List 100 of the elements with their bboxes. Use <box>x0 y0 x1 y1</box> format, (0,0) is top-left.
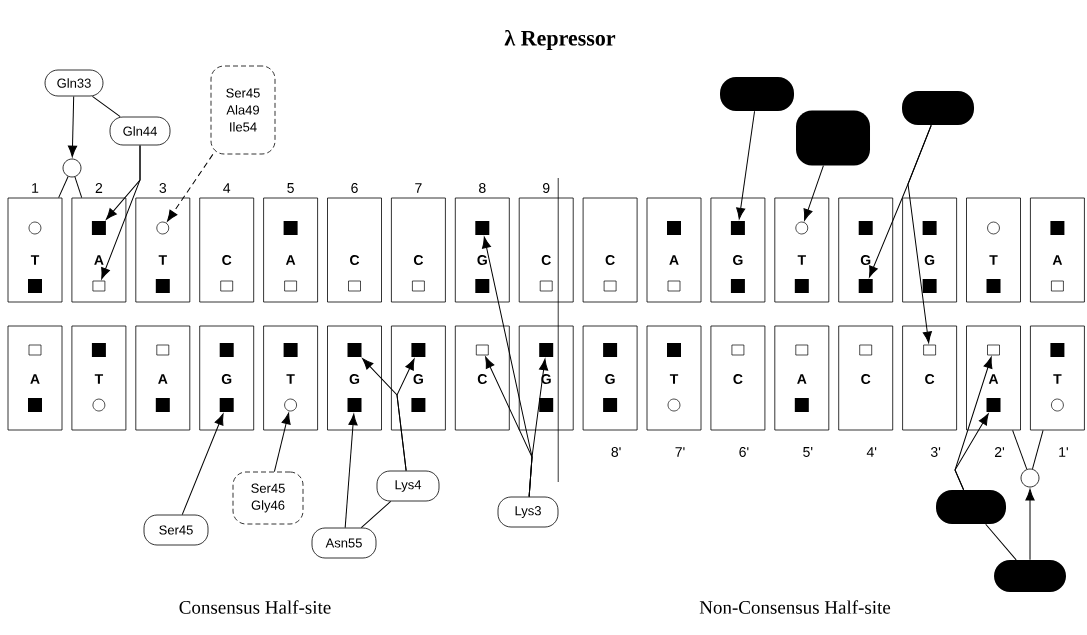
open-square-symbol <box>1051 280 1064 292</box>
filled-square-symbol <box>603 398 618 412</box>
filled-square-symbol <box>219 398 234 412</box>
base-box: A <box>7 325 63 431</box>
connector-line <box>91 95 121 118</box>
filled-square-symbol <box>603 343 618 357</box>
position-number: 7' <box>675 447 685 457</box>
open-square-symbol <box>859 344 873 356</box>
filled-square-symbol <box>411 398 426 412</box>
filled-square-symbol <box>922 279 937 293</box>
filled-square-symbol <box>794 398 809 412</box>
position-number: 4 <box>223 183 231 193</box>
open-square-symbol <box>220 280 234 292</box>
connector-line <box>985 523 1017 561</box>
base-box: G <box>710 197 766 303</box>
open-square-symbol <box>731 344 745 356</box>
filled-square-symbol <box>91 343 106 357</box>
filled-square-symbol <box>922 221 937 235</box>
open-square-symbol <box>28 344 42 356</box>
base-box: A <box>71 197 127 303</box>
position-number: 5' <box>803 447 813 457</box>
filled-square-symbol <box>539 398 554 412</box>
arrow <box>954 413 989 491</box>
open-square-symbol <box>284 280 297 292</box>
residue-label: Ser45 Ala49 Ile54 <box>210 65 276 155</box>
base-box: G <box>454 197 510 303</box>
filled-square-symbol <box>411 343 426 357</box>
connector-line <box>1032 429 1044 470</box>
base-box: A <box>263 197 318 303</box>
base-box: C <box>518 197 574 303</box>
filled-square-symbol <box>28 398 42 412</box>
filled-square-symbol <box>283 221 298 235</box>
base-box: A <box>646 197 702 303</box>
caption-text: Non-Consensus Half-site <box>699 600 891 614</box>
base-box: A <box>1030 197 1085 303</box>
filled-square-symbol <box>730 279 745 293</box>
open-square-symbol <box>603 280 617 292</box>
base-box: G <box>199 325 255 431</box>
base-box: G <box>518 325 574 431</box>
filled-square-symbol <box>667 343 681 357</box>
filled-square-symbol <box>155 279 170 293</box>
title: λ Repressor <box>504 29 616 51</box>
connector-line <box>1012 429 1028 470</box>
base-box: C <box>454 325 510 431</box>
filled-square-symbol <box>986 398 1001 412</box>
position-number: 2 <box>95 183 103 193</box>
filled-square-symbol <box>858 221 873 235</box>
open-square-symbol <box>923 344 936 356</box>
position-number: 7 <box>415 183 422 193</box>
filled-square-symbol <box>91 221 106 235</box>
filled-square-symbol <box>1050 221 1065 235</box>
base-box: C <box>838 325 894 431</box>
base-box: T <box>774 197 830 303</box>
base-box: C <box>902 325 957 431</box>
junction-circle <box>62 158 82 178</box>
base-box: T <box>966 197 1021 303</box>
base-box: T <box>135 197 191 303</box>
position-number: 9 <box>542 183 550 193</box>
residue-label: Ser45 Gly46 <box>232 471 304 525</box>
arrow <box>344 413 358 529</box>
open-square-symbol <box>348 280 361 292</box>
arrow <box>101 144 141 280</box>
base-box: T <box>1030 325 1085 431</box>
filled-square-symbol <box>475 279 490 293</box>
position-number: 3 <box>159 183 167 193</box>
filled-square-symbol <box>730 221 745 235</box>
filled-square-symbol <box>794 279 809 293</box>
filled-square-symbol <box>347 343 362 357</box>
residue-label: Gln44 <box>109 116 171 146</box>
arrow <box>67 95 78 158</box>
arrow <box>803 165 824 221</box>
open-square-symbol <box>667 280 681 292</box>
arrow <box>181 413 224 516</box>
filled-square-symbol <box>1050 343 1065 357</box>
arrow <box>528 358 549 498</box>
base-box: G <box>902 197 957 303</box>
open-square-symbol <box>795 344 809 356</box>
position-number: 6' <box>739 447 749 457</box>
open-square-symbol <box>412 280 425 292</box>
base-box: A <box>774 325 830 431</box>
residue-label: Lys4 <box>376 470 440 502</box>
open-square-symbol <box>156 344 170 356</box>
base-box: C <box>582 197 638 303</box>
arrow <box>396 358 415 472</box>
junction-circle <box>1020 468 1040 488</box>
position-number: 6 <box>351 183 358 193</box>
position-number: 1' <box>1059 447 1068 457</box>
connector-line <box>74 176 83 199</box>
open-square-symbol <box>987 344 1000 356</box>
base-box: G <box>838 197 894 303</box>
position-number: 8' <box>611 447 621 457</box>
filled-square-symbol <box>28 279 42 293</box>
filled-square-symbol <box>539 343 554 357</box>
open-square-symbol <box>92 280 106 292</box>
base-box: G <box>582 325 638 431</box>
arrow <box>907 124 932 344</box>
connector-line <box>360 500 392 529</box>
filled-square-symbol <box>283 343 298 357</box>
filled-square-symbol <box>347 398 362 412</box>
filled-square-symbol <box>475 221 490 235</box>
